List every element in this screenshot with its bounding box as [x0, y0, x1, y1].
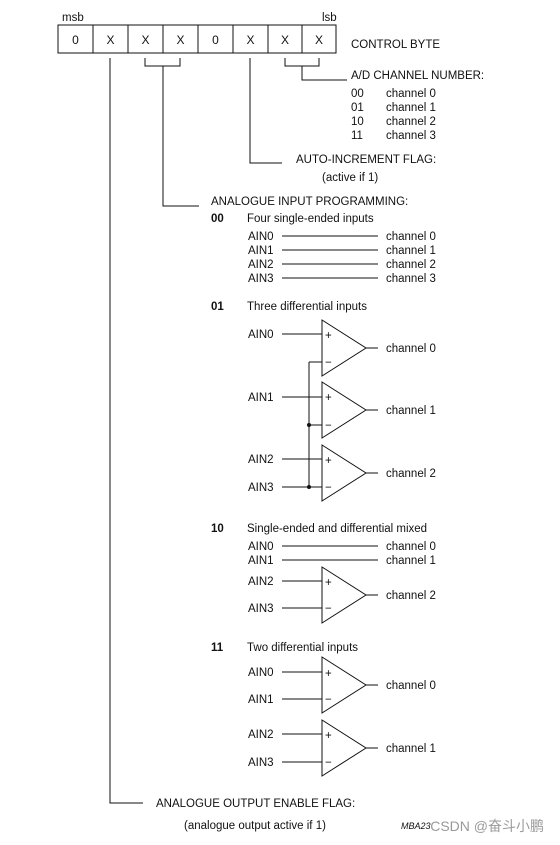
m00-ain3: AIN3: [248, 273, 274, 285]
m01-minus-2: −: [325, 482, 332, 494]
m00-ain2: AIN2: [248, 259, 274, 271]
ad-label-channel-1: channel 1: [386, 102, 436, 114]
m01-amp-0: [321, 319, 367, 377]
m10-channel-0: channel 0: [386, 541, 436, 553]
m00-channel-2: channel 2: [386, 259, 436, 271]
m10-ain3: AIN3: [248, 603, 274, 615]
m11-minus-1: −: [325, 757, 332, 769]
bit-2: X: [246, 33, 254, 47]
ad-channel-table: 00 channel 0 01 channel 1 10 channel 2 1…: [351, 88, 436, 142]
m01-ain0: AIN0: [248, 329, 274, 341]
m00-channel-0: channel 0: [386, 231, 436, 243]
ad-label-channel-0: channel 0: [386, 88, 436, 100]
auto-increment-title: AUTO-INCREMENT FLAG:: [296, 154, 436, 166]
m00-ain1: AIN1: [248, 245, 274, 257]
m10-plus: +: [325, 577, 332, 589]
m11-amp-1: [321, 719, 367, 777]
m10-amp: [321, 566, 367, 624]
analogue-output-note: (analogue output active if 1): [184, 820, 326, 832]
figure-code: MBA23: [401, 821, 431, 831]
mode-01-desc: Three differential inputs: [247, 301, 367, 313]
mode-00-diagram: AIN0 AIN1 AIN2 AIN3 channel 0 channel 1 …: [248, 231, 436, 285]
m00-ain0: AIN0: [248, 231, 274, 243]
ad-code-01: 01: [351, 102, 364, 114]
m01-ain2: AIN2: [248, 454, 274, 466]
ad-code-10: 10: [351, 116, 364, 128]
mode-00-desc: Four single-ended inputs: [247, 213, 374, 225]
control-byte-title: CONTROL BYTE: [351, 39, 440, 51]
lsb-label: lsb: [322, 12, 337, 24]
m11-channel-0: channel 0: [386, 680, 436, 692]
analogue-output-title: ANALOGUE OUTPUT ENABLE FLAG:: [156, 798, 355, 810]
analogue-input-title: ANALOGUE INPUT PROGRAMMING:: [211, 196, 408, 208]
m01-amp-1: [321, 381, 367, 439]
m11-plus-0: +: [325, 668, 332, 680]
m00-channel-1: channel 1: [386, 245, 436, 257]
m01-plus-1: +: [325, 392, 332, 404]
ad-code-00: 00: [351, 88, 364, 100]
mode-01-diagram: AIN0 AIN1 AIN2 AIN3 + − + − +: [248, 319, 436, 502]
m11-ain1: AIN1: [248, 694, 274, 706]
bit-4: X: [176, 33, 184, 47]
ad-label-channel-2: channel 2: [386, 116, 436, 128]
auto-increment-note: (active if 1): [322, 172, 378, 184]
m11-plus-1: +: [325, 730, 332, 742]
mode-10-desc: Single-ended and differential mixed: [247, 523, 427, 535]
mode-10-code: 10: [211, 523, 224, 535]
mode-11-desc: Two differential inputs: [247, 642, 358, 654]
mode-00-code: 00: [211, 213, 224, 225]
m11-ain2: AIN2: [248, 729, 274, 741]
m01-amp-2: [321, 444, 367, 502]
m01-ain3: AIN3: [248, 482, 274, 494]
m10-channel-2: channel 2: [386, 590, 436, 602]
m01-channel-0: channel 0: [386, 343, 436, 355]
msb-label: msb: [62, 12, 84, 24]
m10-ain2: AIN2: [248, 576, 274, 588]
m11-minus-0: −: [325, 694, 332, 706]
bit-leader-lines: [109, 58, 347, 804]
m01-plus-0: +: [325, 330, 332, 342]
m01-junction-1: [307, 423, 311, 427]
bit-6: X: [106, 33, 114, 47]
mode-10-diagram: AIN0 AIN1 AIN2 AIN3 + − channel 0 channe…: [248, 541, 436, 624]
control-byte-register: [57, 24, 337, 54]
m01-channel-2: channel 2: [386, 468, 436, 480]
m01-junction-2: [307, 485, 311, 489]
mode-11-diagram: AIN0 AIN1 AIN2 AIN3 + − + − channel 0 ch…: [248, 656, 436, 777]
ad-channel-title: A/D CHANNEL NUMBER:: [351, 70, 484, 82]
ad-code-11: 11: [351, 130, 363, 142]
m01-minus-1: −: [325, 420, 332, 432]
mode-11-code: 11: [211, 642, 224, 654]
bit-1: X: [281, 33, 289, 47]
m00-channel-3: channel 3: [386, 273, 436, 285]
m11-amp-0: [321, 656, 367, 714]
m11-channel-1: channel 1: [386, 743, 436, 755]
bit-3: 0: [212, 33, 219, 47]
m01-minus-0: −: [325, 357, 332, 369]
m11-ain3: AIN3: [248, 757, 274, 769]
mode-01-code: 01: [211, 301, 224, 313]
bit-5: X: [141, 33, 149, 47]
m10-ain1: AIN1: [248, 555, 274, 567]
bit-0: X: [315, 33, 323, 47]
m10-ain0: AIN0: [248, 541, 274, 553]
watermark: CSDN @奋斗小鹏: [430, 818, 544, 834]
m10-channel-1: channel 1: [386, 555, 436, 567]
ad-label-channel-3: channel 3: [386, 130, 436, 142]
m11-ain0: AIN0: [248, 667, 274, 679]
m01-ain1: AIN1: [248, 392, 274, 404]
m01-plus-2: +: [325, 455, 332, 467]
m01-channel-1: channel 1: [386, 405, 436, 417]
m10-minus: −: [325, 603, 332, 615]
bit-7: 0: [72, 33, 79, 47]
